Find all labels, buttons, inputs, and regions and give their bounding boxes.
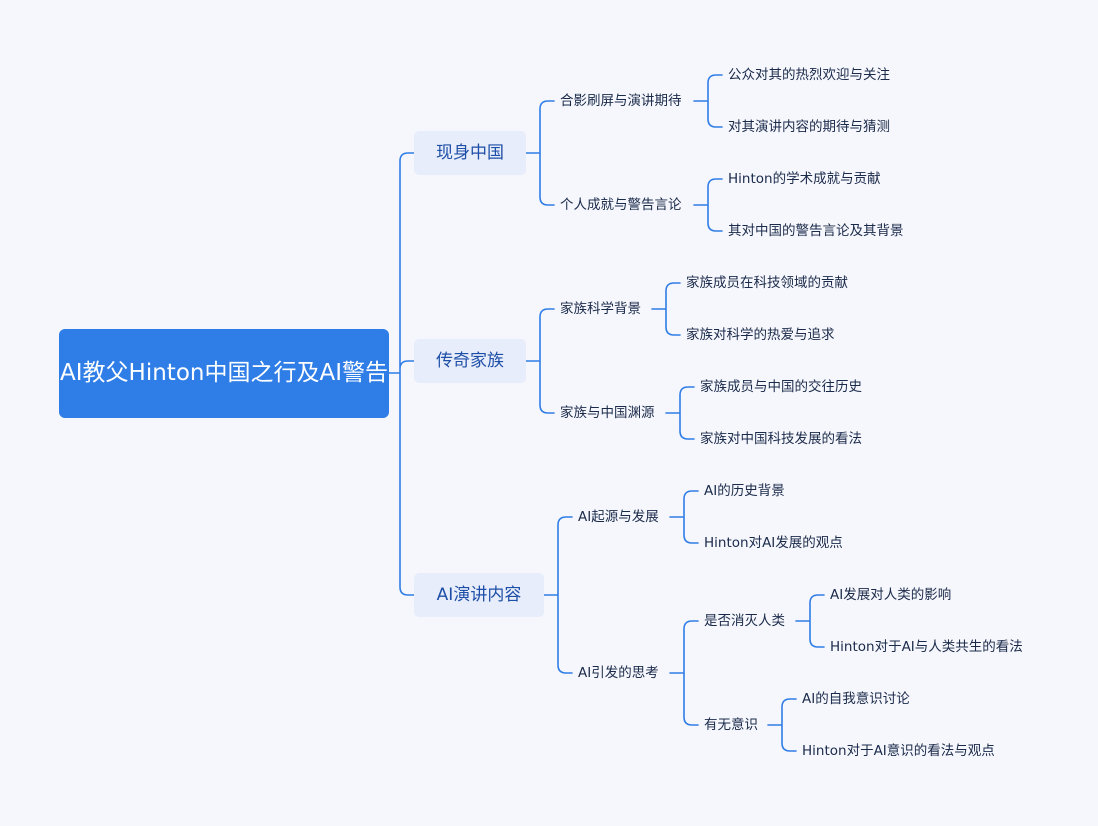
leaf-label: 家族对科学的热爱与追求 <box>686 327 835 343</box>
subtopic-node[interactable]: 合影刷屏与演讲期待 <box>554 89 688 113</box>
leaf-node[interactable]: 家族对科学的热爱与追求 <box>680 323 841 347</box>
leaf-node[interactable]: Hinton对于AI与人类共生的看法 <box>824 635 1029 659</box>
connector-line <box>543 516 573 674</box>
leaf-label: AI的自我意识讨论 <box>802 691 910 707</box>
leaf-label: Hinton对于AI意识的看法与观点 <box>802 743 995 759</box>
leaf-label: Hinton的学术成就与贡献 <box>728 171 881 187</box>
leaf-node[interactable]: 公众对其的热烈欢迎与关注 <box>722 63 896 87</box>
leaf-node[interactable]: AI的历史背景 <box>698 479 791 503</box>
connector-line <box>665 386 695 440</box>
subtopic-label: 个人成就与警告言论 <box>560 197 682 213</box>
connector-line <box>693 74 723 128</box>
subtopic-label: 家族与中国渊源 <box>560 405 655 421</box>
connector-line <box>669 490 699 544</box>
leaf-node[interactable]: 家族成员在科技领域的贡献 <box>680 271 854 295</box>
subtopic-label: 合影刷屏与演讲期待 <box>560 93 682 109</box>
leaf-node[interactable]: Hinton对AI发展的观点 <box>698 531 849 555</box>
leaf-label: Hinton对于AI与人类共生的看法 <box>830 639 1023 655</box>
topic-label: 现身中国 <box>436 143 504 163</box>
subtopic-node[interactable]: AI引发的思考 <box>572 661 665 685</box>
root-title: AI教父Hinton中国之行及AI警告 <box>60 360 388 386</box>
leaf-label: 家族成员与中国的交往历史 <box>700 379 862 395</box>
leaf-label: 其对中国的警告言论及其背景 <box>728 223 904 239</box>
subtopic-label: 是否消灭人类 <box>704 613 785 629</box>
leaf-label: 公众对其的热烈欢迎与关注 <box>728 67 890 83</box>
connector-line <box>525 100 555 206</box>
subtopic-node[interactable]: 是否消灭人类 <box>698 609 791 633</box>
topic-node[interactable]: 现身中国 <box>414 131 526 175</box>
connector-line <box>767 698 797 752</box>
leaf-node[interactable]: AI的自我意识讨论 <box>796 687 916 711</box>
topic-node[interactable]: 传奇家族 <box>414 339 526 383</box>
connector-line <box>651 282 681 336</box>
subtopic-node[interactable]: 家族与中国渊源 <box>554 401 661 425</box>
leaf-node[interactable]: Hinton对于AI意识的看法与观点 <box>796 739 1001 763</box>
subtopic-label: 家族科学背景 <box>560 301 641 317</box>
subtopic-label: AI起源与发展 <box>578 509 659 525</box>
topic-label: AI演讲内容 <box>436 585 522 605</box>
leaf-node[interactable]: 家族对中国科技发展的看法 <box>694 427 868 451</box>
leaf-node[interactable]: 其对中国的警告言论及其背景 <box>722 219 910 243</box>
subtopic-label: 有无意识 <box>704 717 758 733</box>
leaf-node[interactable]: Hinton的学术成就与贡献 <box>722 167 887 191</box>
leaf-node[interactable]: 对其演讲内容的期待与猜测 <box>722 115 896 139</box>
leaf-label: 家族对中国科技发展的看法 <box>700 431 862 447</box>
connector-line <box>795 594 825 648</box>
topic-node[interactable]: AI演讲内容 <box>414 573 544 617</box>
connector-line <box>669 620 699 726</box>
subtopic-node[interactable]: AI起源与发展 <box>572 505 665 529</box>
leaf-label: 对其演讲内容的期待与猜测 <box>728 119 890 135</box>
leaf-node[interactable]: 家族成员与中国的交往历史 <box>694 375 868 399</box>
connector-line <box>693 178 723 232</box>
leaf-label: AI的历史背景 <box>704 483 785 499</box>
leaf-label: AI发展对人类的影响 <box>830 587 952 603</box>
leaf-node[interactable]: AI发展对人类的影响 <box>824 583 957 607</box>
leaf-label: 家族成员在科技领域的贡献 <box>686 275 848 291</box>
subtopic-node[interactable]: 有无意识 <box>698 713 764 737</box>
connector-line <box>525 308 555 414</box>
connector-line <box>388 152 415 596</box>
subtopic-node[interactable]: 家族科学背景 <box>554 297 647 321</box>
leaf-label: Hinton对AI发展的观点 <box>704 535 843 551</box>
subtopic-label: AI引发的思考 <box>578 665 659 681</box>
root-node[interactable]: AI教父Hinton中国之行及AI警告 <box>59 329 389 418</box>
subtopic-node[interactable]: 个人成就与警告言论 <box>554 193 688 217</box>
topic-label: 传奇家族 <box>436 351 504 371</box>
